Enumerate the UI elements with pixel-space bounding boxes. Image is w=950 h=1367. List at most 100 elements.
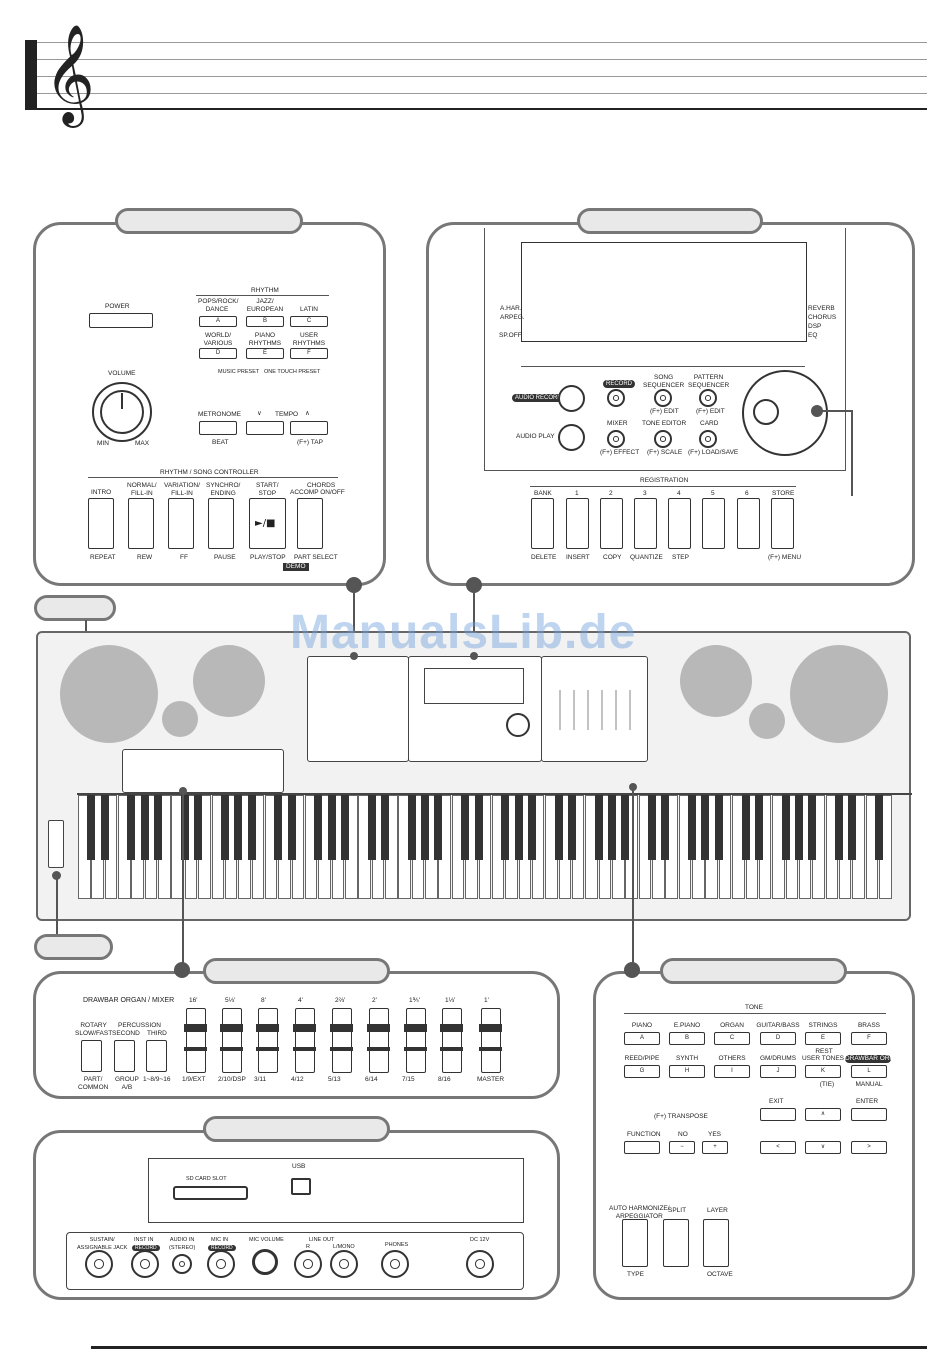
drawbar-slider[interactable] (184, 1008, 207, 1073)
reg-4-button[interactable] (668, 498, 691, 549)
keyboard-panel-a-dot (350, 652, 358, 660)
up-button[interactable]: ∧ (805, 1108, 841, 1121)
drawbar-knob[interactable] (220, 1024, 243, 1032)
intro-button[interactable] (88, 498, 114, 549)
variation-fill-button[interactable] (168, 498, 194, 549)
plus-button[interactable]: + (702, 1141, 728, 1154)
split-button[interactable] (663, 1219, 689, 1267)
card-button[interactable] (699, 430, 717, 448)
drawbar-knob[interactable] (479, 1024, 502, 1032)
rhythm-button-a[interactable]: A (199, 316, 237, 327)
record-button[interactable] (607, 389, 625, 407)
drawbar-slider[interactable] (220, 1008, 243, 1073)
sustain-jack[interactable] (85, 1250, 113, 1278)
header-bar (25, 40, 37, 110)
tone-button[interactable]: E (805, 1032, 841, 1045)
tone-button[interactable]: K (805, 1065, 841, 1078)
tone-button[interactable]: I (714, 1065, 750, 1078)
start-stop-button[interactable] (249, 498, 286, 549)
third-button[interactable] (146, 1040, 167, 1072)
auto-harm-button[interactable] (622, 1219, 648, 1267)
treble-clef-icon: 𝄞 (44, 24, 95, 124)
layer-button[interactable] (703, 1219, 729, 1267)
drawbar-knob[interactable] (404, 1024, 427, 1032)
tone-button[interactable]: H (669, 1065, 705, 1078)
line-out-l-jack[interactable] (330, 1250, 358, 1278)
cat-latin-label: LATIN (300, 306, 318, 313)
drawbar-knob[interactable] (184, 1024, 207, 1032)
drawbar-knob[interactable] (367, 1024, 390, 1032)
tone-editor-button[interactable] (654, 430, 672, 448)
audio-in-jack[interactable] (172, 1254, 192, 1274)
minus-button[interactable]: − (669, 1141, 695, 1154)
rhythm-button-b[interactable]: B (246, 316, 284, 327)
enter-button[interactable] (851, 1108, 887, 1121)
audio-play-button[interactable] (558, 424, 585, 451)
second-button[interactable] (114, 1040, 135, 1072)
reg-5-button[interactable] (702, 498, 725, 549)
rhythm-button-f[interactable]: F (290, 348, 328, 359)
drawbar-slider[interactable] (367, 1008, 390, 1073)
drawbar-slider[interactable] (479, 1008, 502, 1073)
rhythm-button-d[interactable]: D (199, 348, 237, 359)
tone-button[interactable]: C (714, 1032, 750, 1045)
reg-1-button[interactable] (566, 498, 589, 549)
audio-record-button[interactable] (558, 385, 585, 412)
down-button[interactable]: ∨ (805, 1141, 841, 1154)
reg-3-button[interactable] (634, 498, 657, 549)
reg-5-label: 5 (711, 490, 715, 497)
accomp-button[interactable] (297, 498, 323, 549)
drawbar-slider[interactable] (330, 1008, 353, 1073)
dc-jack[interactable] (466, 1250, 494, 1278)
metronome-button[interactable] (199, 421, 237, 435)
bank-button[interactable] (531, 498, 554, 549)
drawbar-knob[interactable] (256, 1024, 279, 1032)
black-key (875, 795, 883, 860)
song-seq-button[interactable] (654, 389, 672, 407)
mic-in-jack[interactable] (207, 1250, 235, 1278)
right-button[interactable]: > (851, 1141, 887, 1154)
normal-fill-button[interactable] (128, 498, 154, 549)
drawbar-knob[interactable] (440, 1024, 463, 1032)
tone-button[interactable]: J (760, 1065, 796, 1078)
usb-port[interactable] (291, 1178, 311, 1195)
drawbar-slider[interactable] (440, 1008, 463, 1073)
drawbar-knob[interactable] (330, 1024, 353, 1032)
black-key (87, 795, 96, 860)
power-button[interactable] (89, 313, 153, 328)
inst-in-jack[interactable] (131, 1250, 159, 1278)
mic-volume-knob[interactable] (252, 1249, 278, 1275)
exit-button[interactable] (760, 1108, 796, 1121)
reg-2-button[interactable] (600, 498, 623, 549)
tone-button[interactable]: G (624, 1065, 660, 1078)
phones-jack[interactable] (381, 1250, 409, 1278)
synchro-button[interactable] (208, 498, 234, 549)
rotary-button[interactable] (81, 1040, 102, 1072)
left-button[interactable]: < (760, 1141, 796, 1154)
tempo-up-label: ∧ (305, 410, 310, 417)
tone-button[interactable]: B (669, 1032, 705, 1045)
tone-button[interactable]: D (760, 1032, 796, 1045)
reg-6-button[interactable] (737, 498, 760, 549)
function-button[interactable] (624, 1141, 660, 1154)
drawbar-slider[interactable] (404, 1008, 427, 1073)
store-button[interactable] (771, 498, 794, 549)
tone-button[interactable]: F (851, 1032, 887, 1045)
rhythm-button-c[interactable]: C (290, 316, 328, 327)
sd-card-slot[interactable] (173, 1186, 248, 1200)
drawbar-slider[interactable] (256, 1008, 279, 1073)
drawbar-slider[interactable] (293, 1008, 316, 1073)
tone-button[interactable]: L (851, 1065, 887, 1078)
rhythm-button-e[interactable]: E (246, 348, 284, 359)
pattern-seq-button[interactable] (699, 389, 717, 407)
panel-tone-tab (660, 958, 847, 984)
line-out-r-jack[interactable] (294, 1250, 322, 1278)
tempo-down-button[interactable] (246, 421, 284, 435)
drawbar-knob[interactable] (293, 1024, 316, 1032)
mixer-button[interactable] (607, 430, 625, 448)
black-key (608, 795, 616, 860)
tone-button[interactable]: A (624, 1032, 660, 1045)
black-key (527, 795, 536, 860)
tempo-up-button[interactable] (290, 421, 328, 435)
pause-label: PAUSE (214, 554, 236, 561)
